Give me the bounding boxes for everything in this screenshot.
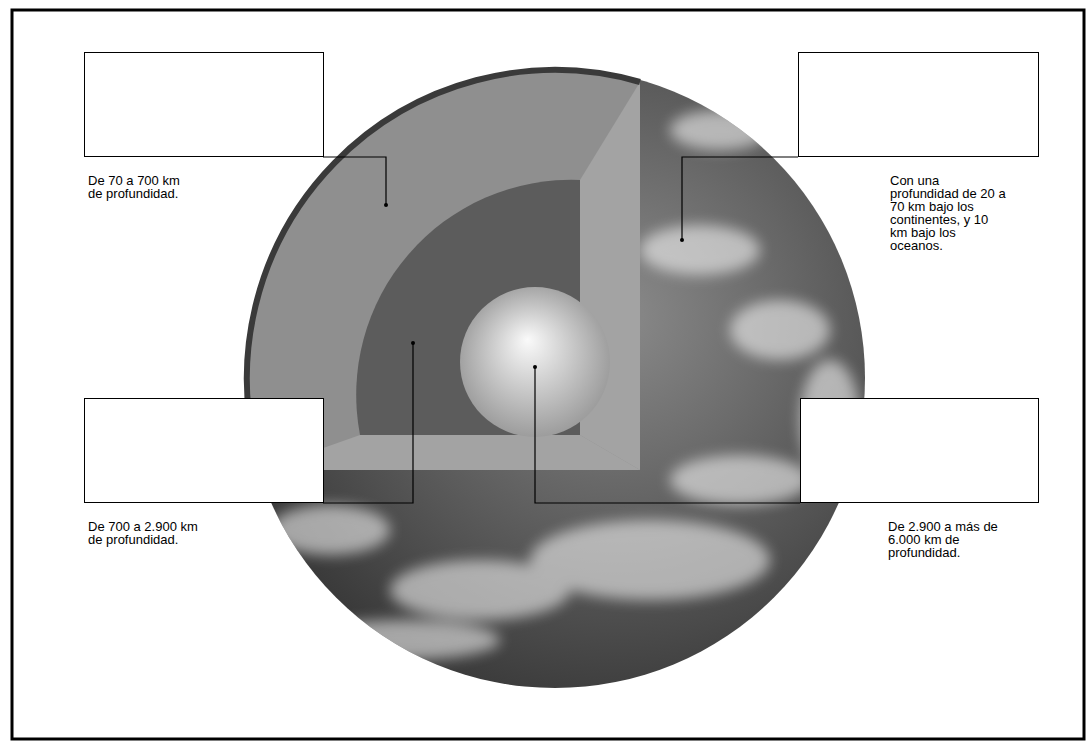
answer-node: De 70 a 700 km de profundidad. — [84, 52, 324, 200]
answer-node: De 2.900 a más de 6.000 km de profundida… — [800, 398, 1039, 559]
layer-description: De 700 a 2.900 km de profundidad. — [88, 520, 206, 546]
answer-box — [798, 52, 1039, 157]
answer-box — [84, 398, 324, 503]
leader-lines — [323, 157, 800, 503]
globe — [245, 68, 865, 688]
leader-dots — [384, 203, 684, 369]
answer-box — [84, 52, 324, 157]
frame — [12, 10, 1084, 739]
layer-description: De 70 a 700 km de profundidad. — [88, 174, 188, 200]
answer-box — [800, 398, 1039, 503]
layer-description: De 2.900 a más de 6.000 km de profundida… — [888, 520, 1008, 559]
answer-node: Con una profundidad de 20 a 70 km bajo l… — [798, 52, 1039, 252]
answer-node: De 700 a 2.900 km de profundidad. — [84, 398, 324, 546]
layer-description: Con una profundidad de 20 a 70 km bajo l… — [890, 174, 1006, 252]
